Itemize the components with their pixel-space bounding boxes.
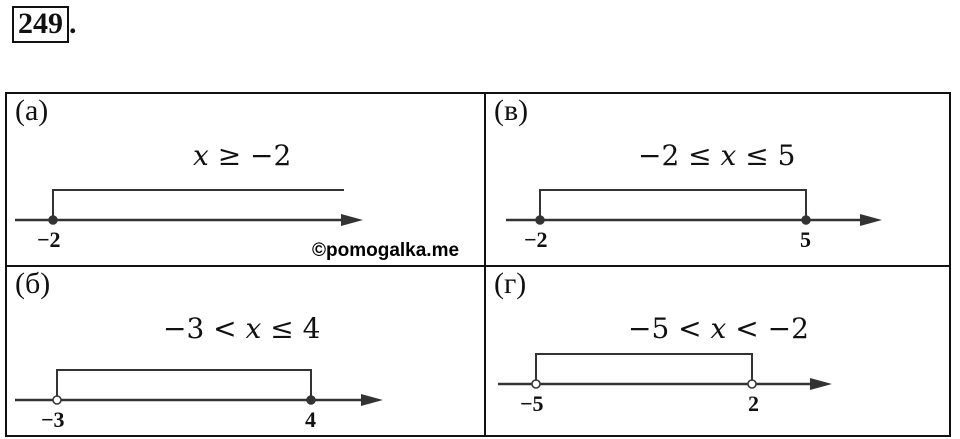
axis-arrow [860, 214, 882, 226]
problem-number: 249. [12, 6, 77, 43]
tick-label: −3 [41, 407, 65, 432]
tick-label: −2 [524, 227, 548, 252]
cell-g: (г) −5 < x < −2 −5 2 [486, 267, 951, 437]
tick-label: 4 [305, 407, 316, 432]
endpoint-open [531, 379, 541, 389]
cell-v: (в) −2 ≤ x ≤ 5 −2 5 [486, 94, 951, 265]
cell-b: (б) −3 < x ≤ 4 −3 4 [7, 267, 484, 437]
endpoint-filled [801, 215, 811, 225]
number-line: −2 [15, 189, 363, 252]
interval-bracket [539, 189, 807, 220]
axis-arrow [341, 214, 363, 226]
cell-label: (в) [494, 94, 529, 127]
tick-label: −5 [520, 391, 544, 416]
number-line: −2 5 [506, 189, 882, 252]
cell-label: (г) [494, 267, 527, 300]
inequality: −2 ≤ x ≤ 5 [638, 139, 796, 172]
interval-bracket [56, 369, 312, 400]
cell-label: (а) [15, 94, 49, 127]
problem-number-suffix: . [69, 7, 77, 40]
endpoint-open [747, 379, 757, 389]
endpoint-filled [306, 395, 316, 405]
inequality: −3 < x ≤ 4 [163, 312, 321, 345]
watermark: ©pomogalka.me [312, 240, 460, 261]
number-line: −3 4 [15, 369, 383, 432]
endpoint-open [52, 395, 62, 405]
axis-arrow [361, 394, 383, 406]
cell-label: (б) [15, 267, 51, 300]
inequality: −5 < x < −2 [628, 312, 809, 345]
interval-bracket [535, 353, 753, 384]
cell-a: (а) x ≥ −2 −2 [7, 94, 484, 265]
endpoint-filled [48, 215, 58, 225]
tick-label: −2 [37, 227, 61, 252]
table-divider-horizontal [7, 265, 949, 267]
answer-table: (а) x ≥ −2 −2 (в) −2 ≤ x ≤ 5 −2 5 (б) −3… [5, 92, 951, 437]
axis-arrow [810, 378, 832, 390]
number-line: −5 2 [498, 353, 832, 416]
interval-bracket [52, 189, 344, 220]
problem-number-box: 249 [12, 6, 69, 43]
tick-label: 5 [800, 227, 811, 252]
tick-label: 2 [748, 391, 759, 416]
inequality: x ≥ −2 [193, 139, 292, 172]
endpoint-filled [535, 215, 545, 225]
table-divider-vertical [484, 94, 486, 435]
